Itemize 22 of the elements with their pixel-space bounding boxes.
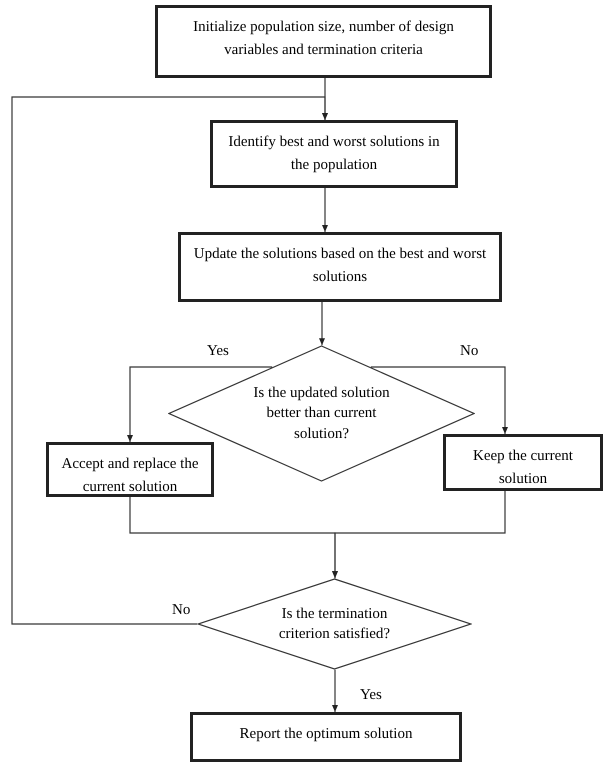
arrow xyxy=(370,366,508,434)
process-text: Initialize population size, number of design variables and termination criteria xyxy=(192,18,455,60)
process-box xyxy=(443,434,603,491)
process-text: Keep the current solution xyxy=(472,447,574,488)
arrow xyxy=(127,366,272,442)
process-box xyxy=(178,232,502,302)
decision-diamond xyxy=(197,578,472,670)
process-box xyxy=(210,120,458,188)
decision-text: Is the updated solution better than current solution? xyxy=(252,384,391,444)
process-box xyxy=(190,712,462,762)
arrow xyxy=(322,188,328,232)
process-text: Report the optimum solution xyxy=(240,725,412,744)
process-text: Accept and replace the current solution xyxy=(60,455,200,496)
arrow xyxy=(332,670,338,712)
process-box xyxy=(46,442,214,497)
process-text: Update the solutions based on the best and worst solutions xyxy=(192,245,488,286)
process-text: Identify best and worst solutions in the population xyxy=(227,133,441,174)
arrow xyxy=(319,302,325,346)
arrow xyxy=(11,96,328,625)
arrow xyxy=(332,491,506,578)
decision-text: Is the termination criterion satisfied? xyxy=(278,604,392,644)
process-box xyxy=(155,5,492,78)
